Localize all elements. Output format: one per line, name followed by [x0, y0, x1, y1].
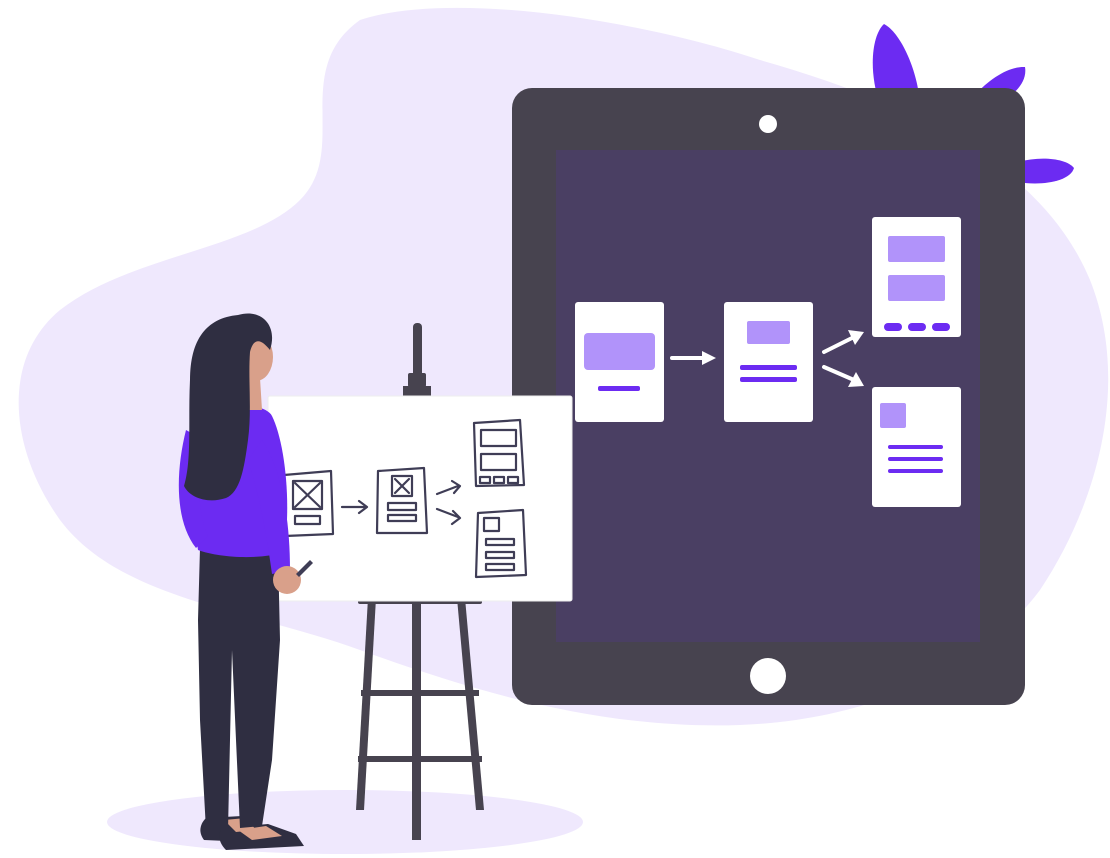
- screen-wireframe-card-middle: [724, 302, 813, 422]
- hair: [184, 313, 273, 501]
- arrow-icon: [822, 330, 864, 354]
- sketch-wireframe-top: [472, 418, 526, 488]
- screen-wireframe-card-bottom: [872, 387, 961, 507]
- arrow-icon: [670, 351, 716, 365]
- home-button-icon: [750, 658, 786, 694]
- sketch-wireframe-middle: [375, 466, 429, 535]
- screen-wireframe-card-start: [575, 302, 664, 422]
- arrow-icon: [435, 479, 462, 526]
- camera-icon: [759, 115, 777, 133]
- hand: [273, 566, 301, 594]
- pants: [198, 548, 280, 830]
- woman-figure: [178, 313, 313, 850]
- screen-wireframe-card-top: [872, 217, 961, 337]
- arrow-icon: [822, 365, 864, 387]
- sketch-wireframe-bottom: [474, 508, 528, 579]
- floor-shadow: [107, 790, 583, 854]
- pen-icon: [296, 560, 313, 577]
- sketch-board: [267, 395, 573, 602]
- arrow-icon: [340, 499, 369, 515]
- tablet-device: [512, 88, 1025, 705]
